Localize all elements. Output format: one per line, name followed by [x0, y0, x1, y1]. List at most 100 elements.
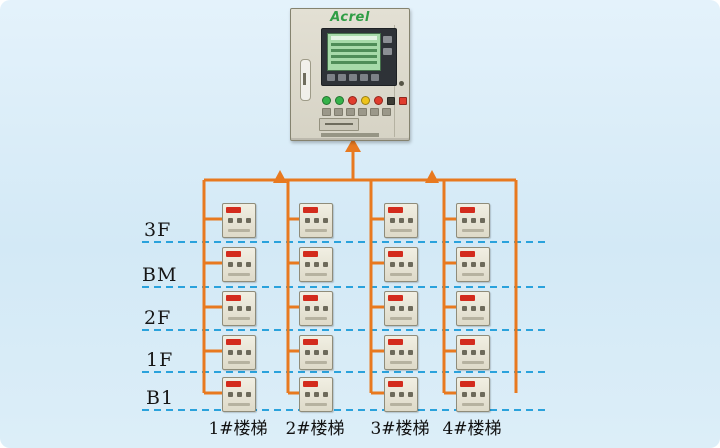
device-label-badge — [460, 381, 475, 387]
device-unit — [384, 247, 418, 282]
stair-label: 3#楼梯 — [370, 419, 430, 439]
device-terminals — [390, 350, 413, 355]
device-slot — [228, 317, 250, 320]
device-stubs — [371, 217, 384, 395]
keypad-row — [327, 74, 379, 81]
device-slot — [462, 361, 484, 364]
device-terminals — [305, 350, 328, 355]
device-slot — [390, 273, 412, 276]
device-label-badge — [388, 251, 403, 257]
device-terminals — [390, 262, 413, 267]
screen-side-button — [383, 48, 392, 55]
device-label-badge — [303, 207, 318, 213]
device-unit — [456, 291, 490, 326]
device-unit — [384, 203, 418, 238]
device-unit — [456, 335, 490, 370]
device-unit — [222, 247, 256, 282]
device-slot — [390, 229, 412, 232]
device-label-badge — [388, 339, 403, 345]
red-light-icon — [374, 96, 383, 105]
device-label-badge — [388, 207, 403, 213]
screen-bezel — [321, 28, 397, 86]
red-light-icon — [348, 96, 357, 105]
screen-display — [327, 33, 381, 71]
floor-label: 1F — [146, 349, 174, 371]
up-arrow-icon — [345, 138, 361, 152]
device-label-badge — [460, 295, 475, 301]
device-unit — [222, 203, 256, 238]
green-light-icon — [322, 96, 331, 105]
device-terminals — [228, 306, 251, 311]
device-label-badge — [226, 381, 241, 387]
up-arrow-icon — [273, 170, 287, 183]
device-unit — [384, 377, 418, 412]
device-label-badge — [388, 381, 403, 387]
stair-label: 4#楼梯 — [442, 419, 502, 439]
stair-label: 2#楼梯 — [285, 419, 345, 439]
monitor-cabinet: Acrel — [290, 8, 410, 141]
device-slot — [305, 229, 327, 232]
printer-slot — [319, 118, 359, 131]
device-unit — [222, 335, 256, 370]
device-slot — [462, 403, 484, 406]
device-unit — [384, 335, 418, 370]
acrel-logo: Acrel — [330, 10, 370, 25]
device-label-badge — [303, 295, 318, 301]
device-label-badge — [388, 295, 403, 301]
device-unit — [456, 203, 490, 238]
device-slot — [305, 403, 327, 406]
device-slot — [462, 273, 484, 276]
device-terminals — [305, 218, 328, 223]
device-label-badge — [303, 339, 318, 345]
glass-tube-indicator — [300, 59, 311, 101]
device-terminals — [228, 262, 251, 267]
switch-icon — [387, 96, 395, 105]
device-label-badge — [303, 251, 318, 257]
device-terminals — [462, 218, 485, 223]
device-terminals — [228, 218, 251, 223]
switch-icon — [399, 96, 407, 105]
device-terminals — [390, 218, 413, 223]
device-slot — [228, 229, 250, 232]
device-unit — [222, 377, 256, 412]
device-label-badge — [303, 381, 318, 387]
device-terminals — [228, 350, 251, 355]
flow-arrows — [273, 138, 439, 183]
device-slot — [462, 229, 484, 232]
device-slot — [305, 317, 327, 320]
device-slot — [228, 361, 250, 364]
device-slot — [390, 317, 412, 320]
device-unit — [222, 291, 256, 326]
device-slot — [305, 361, 327, 364]
screen-side-button — [383, 36, 392, 43]
device-label-badge — [460, 251, 475, 257]
device-slot — [305, 273, 327, 276]
floor-label: B1 — [146, 387, 175, 409]
device-terminals — [228, 392, 251, 397]
device-slot — [390, 361, 412, 364]
device-label-badge — [226, 295, 241, 301]
device-slot — [390, 403, 412, 406]
device-label-badge — [460, 207, 475, 213]
device-stubs — [444, 217, 456, 395]
device-stubs — [288, 217, 299, 395]
device-terminals — [305, 306, 328, 311]
indicator-lights — [322, 96, 407, 105]
device-slot — [228, 403, 250, 406]
device-unit — [456, 247, 490, 282]
device-unit — [384, 291, 418, 326]
up-arrow-icon — [425, 170, 439, 183]
device-unit — [299, 203, 333, 238]
device-label-badge — [460, 339, 475, 345]
device-stubs — [204, 217, 222, 395]
yellow-light-icon — [361, 96, 370, 105]
device-unit — [456, 377, 490, 412]
green-light-icon — [335, 96, 344, 105]
device-unit — [299, 377, 333, 412]
control-buttons — [322, 108, 391, 116]
device-terminals — [390, 392, 413, 397]
device-unit — [299, 335, 333, 370]
device-unit — [299, 291, 333, 326]
